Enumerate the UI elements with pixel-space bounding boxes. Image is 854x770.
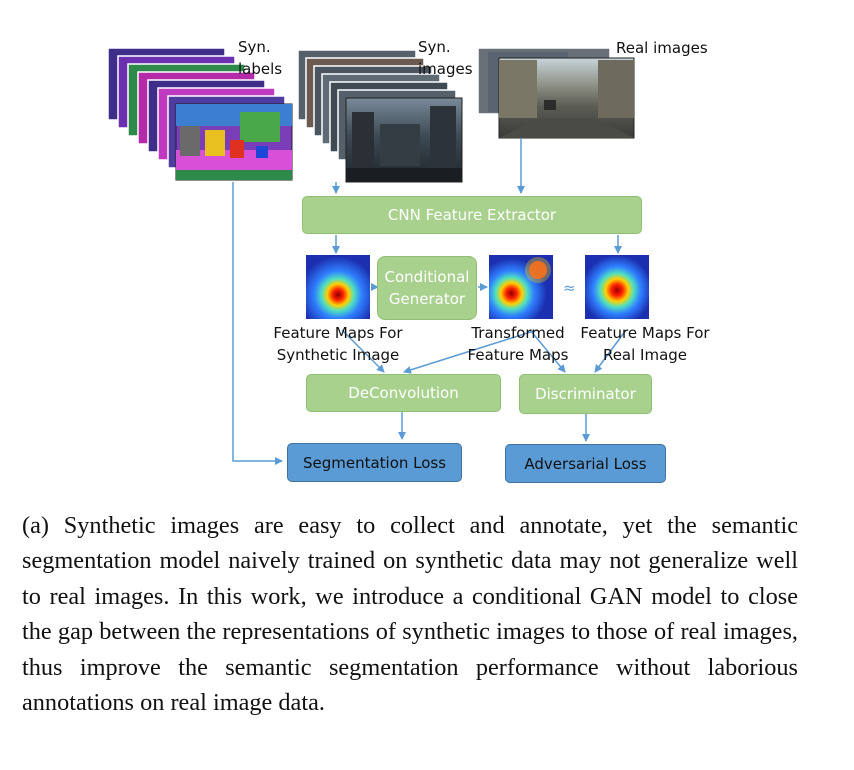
real-image-stack xyxy=(477,47,635,139)
segmentation-loss-box: Segmentation Loss xyxy=(287,443,462,482)
feature-maps-real-label: Feature Maps For Real Image xyxy=(580,324,710,364)
real-images-label: Real images xyxy=(616,39,708,57)
conditional-generator-box: Conditional Generator xyxy=(377,256,477,320)
heatmap-synthetic xyxy=(306,255,370,319)
deconvolution-box: DeConvolution xyxy=(306,374,501,412)
discriminator-box: Discriminator xyxy=(519,374,652,414)
heatmap-transformed xyxy=(489,255,553,319)
arrows xyxy=(232,138,627,465)
heatmap-real xyxy=(585,255,649,319)
syn-images-label: Syn. images xyxy=(418,38,473,78)
transformed-feature-maps-label: Transformed Feature Maps xyxy=(467,324,569,364)
approx-symbol: ≈ xyxy=(563,279,576,297)
figure-graphics xyxy=(107,47,649,465)
real-image-front xyxy=(498,57,635,139)
feature-maps-synthetic-label: Feature Maps For Synthetic Image xyxy=(273,324,403,364)
figure-caption: (a) Synthetic images are easy to collect… xyxy=(22,512,798,717)
synthetic-label-stack xyxy=(107,47,293,181)
cnn-feature-extractor-box: CNN Feature Extractor xyxy=(302,196,642,234)
adversarial-loss-box: Adversarial Loss xyxy=(505,444,666,483)
synthetic-image-front xyxy=(345,97,463,183)
synthetic-label-front xyxy=(175,103,293,181)
syn-labels-label: Syn. labels xyxy=(238,38,283,78)
synthetic-image-stack xyxy=(297,49,463,183)
figure: Syn. labels Syn. images Real images CNN … xyxy=(107,38,710,483)
